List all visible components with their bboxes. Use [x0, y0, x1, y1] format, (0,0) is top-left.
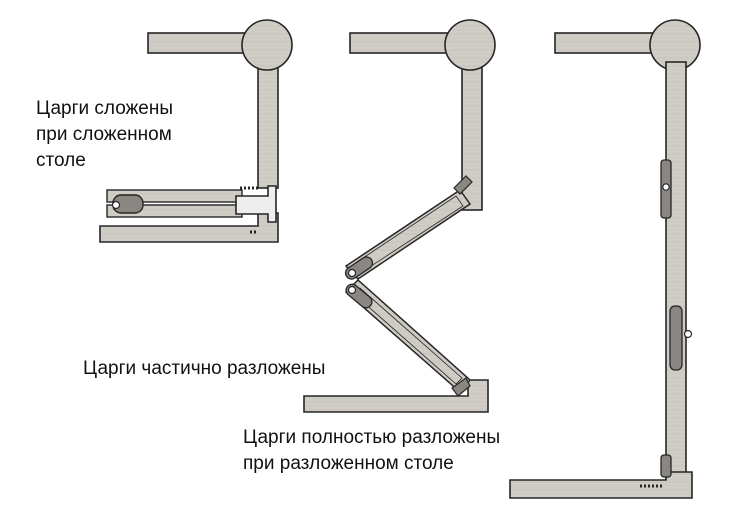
label-unfolded: Царги полностью разложены при разложенно…	[243, 425, 500, 477]
label-partial: Царги частично разложены	[83, 356, 325, 382]
top-hinge	[453, 175, 473, 195]
stage-folded	[99, 19, 293, 243]
bottom-hinge	[451, 377, 471, 397]
hinge-pin	[111, 200, 121, 210]
corner-bracket	[235, 185, 277, 223]
base-rail	[303, 379, 489, 413]
bottom-hinge	[660, 454, 672, 478]
stage-partial	[303, 19, 496, 413]
label-folded-line-3: столе	[36, 150, 86, 171]
leg-round-top	[241, 19, 293, 71]
base-rail	[99, 212, 279, 243]
base-rail	[509, 471, 693, 499]
label-unfolded-line-1: Царги полностью разложены	[243, 427, 501, 448]
leg-post	[665, 61, 687, 481]
label-folded: Царги сложены при сложенном столе	[36, 96, 173, 174]
hinge-pin	[683, 329, 693, 339]
tabletop-board	[349, 32, 461, 54]
leg-round-top	[444, 19, 496, 71]
label-folded-line-2: при сложенном	[36, 124, 172, 145]
hinge-pin	[347, 268, 357, 278]
label-folded-line-1: Царги сложены	[36, 98, 174, 119]
middle-hinge	[669, 305, 683, 371]
label-partial-line-1: Царги частично разложены	[83, 358, 326, 379]
hinge-pin	[347, 285, 357, 295]
leg-post	[257, 57, 279, 189]
hinge-pin	[662, 183, 670, 191]
label-unfolded-line-2: при разложенном столе	[243, 453, 454, 474]
stage-unfolded	[509, 19, 701, 499]
